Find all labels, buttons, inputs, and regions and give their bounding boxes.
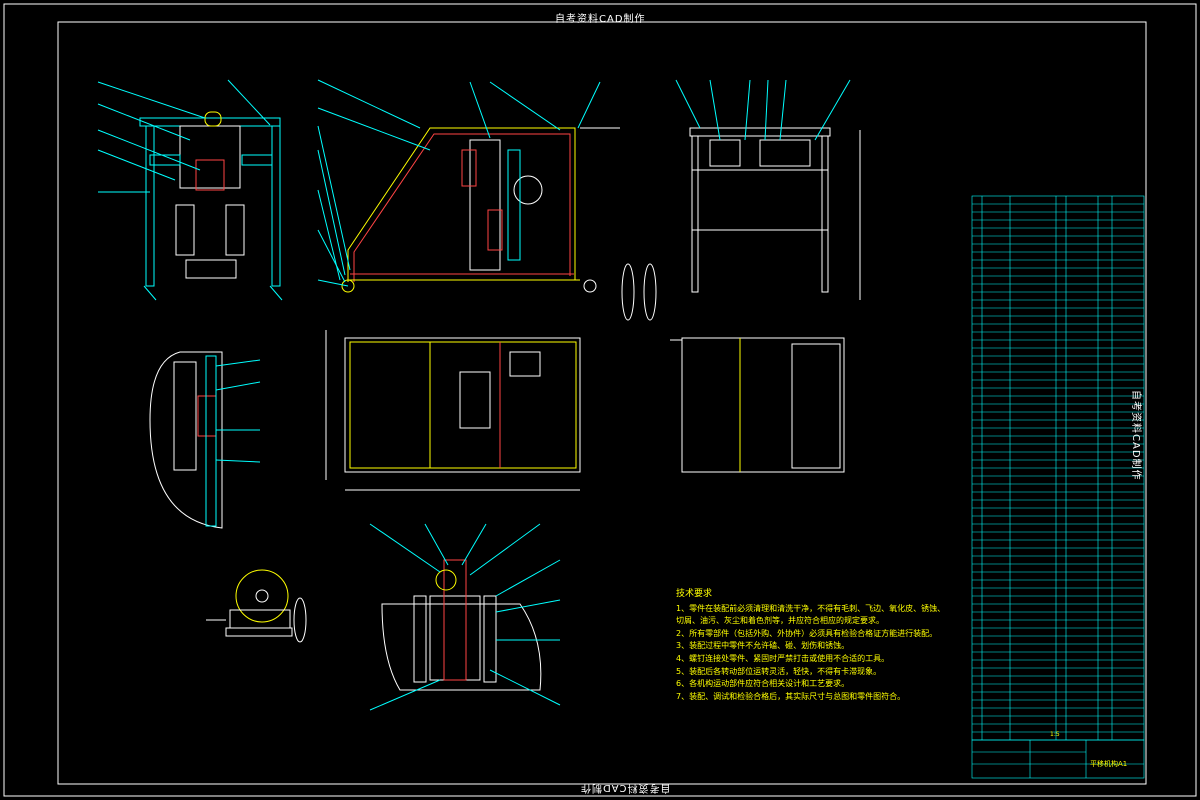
tech-requirements-title: 技术要求 [676, 589, 713, 599]
technical-requirements: 技术要求 1、零件在装配前必须清理和清洗干净，不得有毛刺、飞边、氧化皮、锈蚀、 … [676, 588, 976, 703]
side-view-right [621, 79, 861, 321]
detail-view-b [206, 569, 307, 643]
side-view-left [97, 79, 283, 301]
tech-requirement-item: 7、装配、调试和检验合格后，其实际尺寸与总图和零件图符合。 [676, 691, 906, 701]
front-view [317, 79, 620, 293]
tech-requirement-item: 4、螺钉连接处零件、紧固时严禁打击或使用不合适的工具。 [676, 653, 890, 663]
detail-view-c [369, 523, 561, 711]
outer-frame [3, 3, 1197, 797]
parts-list-table [971, 195, 1145, 741]
tech-requirement-item: 5、装配后各转动部位运转灵活，轻快，不得有卡滞现象。 [676, 666, 882, 676]
tech-requirement-item: 3、装配过程中零件不允许磕、碰、划伤和锈蚀。 [676, 641, 850, 651]
detail-view-a [149, 351, 261, 529]
plan-view [325, 330, 581, 491]
inner-frame [57, 21, 1147, 785]
title-block [971, 739, 1145, 779]
plan-view-right [670, 337, 845, 473]
tech-requirement-item: 2、所有零部件（包括外购、外协件）必须具有检验合格证方能进行装配。 [676, 628, 938, 638]
tech-requirement-item: 1、零件在装配前必须清理和清洗干净，不得有毛刺、飞边、氧化皮、锈蚀、 [676, 603, 946, 613]
sheet-header-top: 自考资料CAD制作 [555, 14, 646, 25]
sheet-header-bottom: 自考资料CAD制作 [580, 782, 671, 793]
title-block-scale: 1:5 [1050, 731, 1060, 738]
tech-requirement-item: 6、各机构运动部件应符合相关设计和工艺要求。 [676, 679, 850, 689]
tech-requirement-item: 切屑、油污、灰尘和着色剂等，并应符合相应的规定要求。 [676, 616, 884, 626]
title-block-drawing-name: 平移机构A1 [1090, 760, 1128, 768]
sheet-header-side: 自考资料CAD制作 [1130, 390, 1141, 481]
